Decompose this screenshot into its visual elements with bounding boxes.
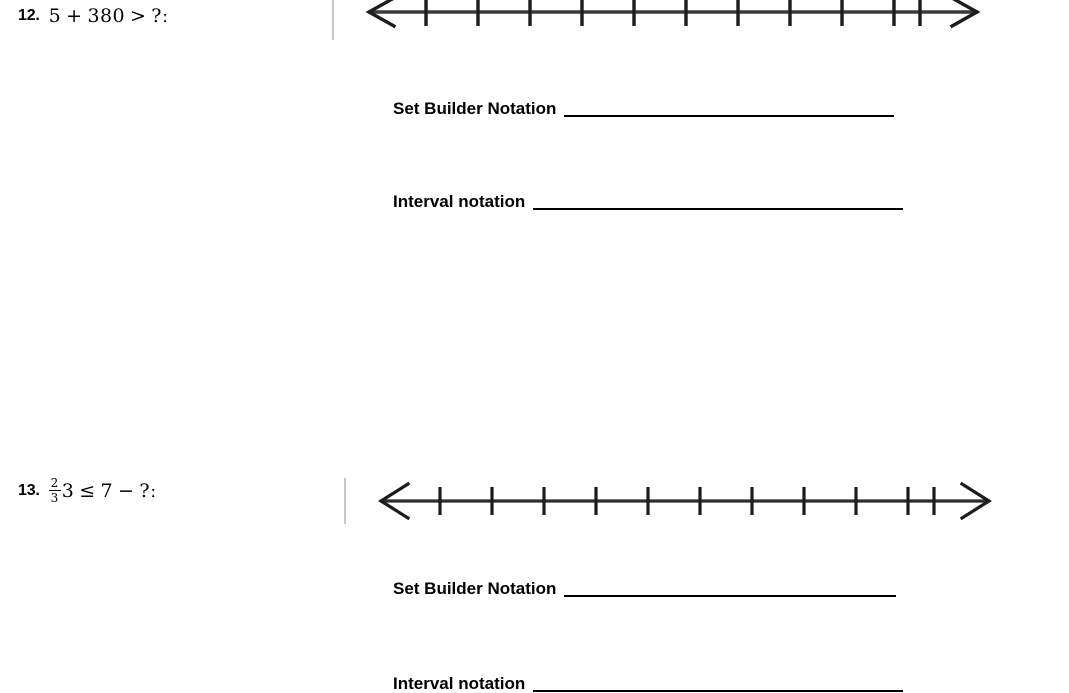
numberline-12[interactable] [354, 0, 992, 40]
expression-term-lhs-first: 5 [48, 5, 62, 27]
problem-expression-13: 2 3 3 ≤ 7 − ?ː [48, 476, 157, 505]
answer-row-interval-13: Interval notation [393, 674, 904, 693]
interval-notation-label-13: Interval notation [393, 674, 526, 693]
problem-number-12: 12. [18, 7, 40, 24]
set-builder-notation-label-12: Set Builder Notation [393, 99, 557, 118]
problem-number-13: 13. [18, 482, 40, 500]
expression-term-rhs-first: 7 [100, 480, 114, 503]
problem-statement-13: 13. 2 3 3 ≤ 7 − ?ː [18, 476, 157, 505]
problem-expression-12: 5 + 380 > ?ː [49, 5, 169, 27]
expression-relation-less-than-or-equal: ≤ [79, 480, 96, 503]
left-gutter-rule-13 [344, 478, 346, 524]
set-builder-notation-label-13: Set Builder Notation [393, 579, 557, 598]
set-builder-notation-blank-13[interactable] [564, 582, 897, 597]
numberline-13[interactable] [366, 478, 1004, 524]
expression-relation-greater-than: > [129, 5, 147, 27]
numberline-container-12 [332, 0, 992, 40]
expression-term-rhs-second: ?ː [139, 480, 157, 503]
answer-row-set-builder-13: Set Builder Notation [393, 579, 897, 598]
problem-block-13: 13. 2 3 3 ≤ 7 − ?ː [0, 235, 1069, 692]
answer-row-interval-12: Interval notation [393, 192, 904, 211]
expression-coefficient: 3 [61, 480, 75, 503]
set-builder-notation-blank-12[interactable] [564, 102, 895, 117]
expression-term-rhs: ?ː [151, 5, 169, 27]
left-gutter-rule-12 [332, 0, 334, 40]
numberline-container-13 [344, 478, 1004, 524]
expression-term-lhs-second: 380 [87, 5, 125, 27]
fraction-numerator: 2 [50, 476, 59, 490]
problem-block-12: 12. 5 + 380 > ?ː [0, 0, 1069, 235]
fraction-two-thirds: 2 3 [48, 476, 61, 505]
interval-notation-label-12: Interval notation [393, 192, 526, 211]
answer-row-set-builder-12: Set Builder Notation [393, 99, 895, 118]
problem-statement-12: 12. 5 + 380 > ?ː [18, 5, 169, 27]
interval-notation-blank-12[interactable] [533, 195, 904, 210]
interval-notation-blank-13[interactable] [533, 677, 904, 692]
fraction-denominator: 3 [50, 490, 59, 505]
expression-operator-plus: + [66, 5, 83, 27]
expression-operator-minus: − [118, 480, 135, 503]
